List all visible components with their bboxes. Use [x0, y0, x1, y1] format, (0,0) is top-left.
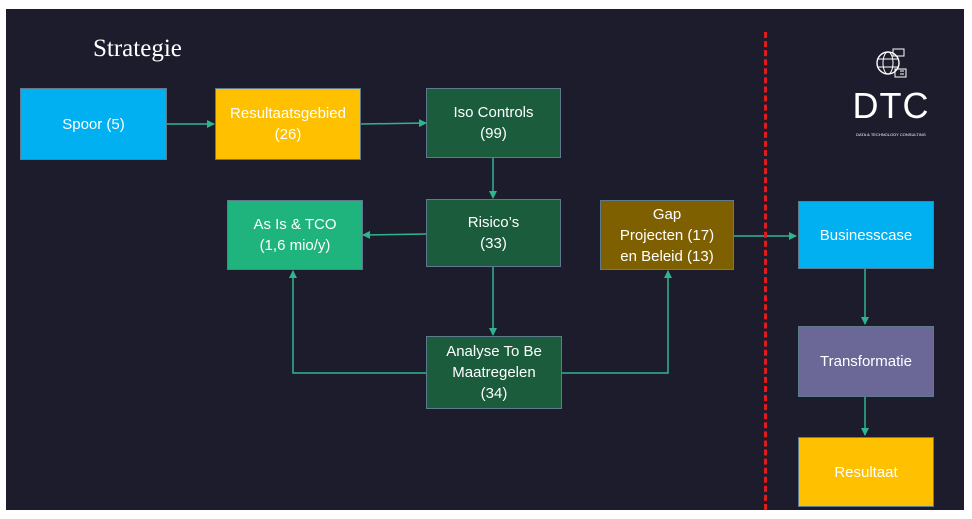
node-transformatie: Transformatie [798, 326, 934, 397]
node-resultaatsgebied: Resultaatsgebied (26) [215, 88, 361, 160]
node-as-is-tco: As Is & TCO (1,6 mio/y) [227, 200, 363, 270]
divider-line [764, 32, 767, 510]
edge-resultaatsgebied-iso-controls [360, 119, 427, 128]
node-resultaat: Resultaat [798, 437, 934, 507]
logo-subtitle: DATA & TECHNOLOGY CONSULTING [856, 132, 926, 137]
slide-title: Strategie [93, 35, 182, 62]
node-gap: Gap Projecten (17) en Beleid (13) [600, 200, 734, 270]
slide: Strategie Spoor (5) Resultaatsgebied (26… [6, 9, 964, 510]
globe-icon [876, 48, 907, 78]
node-iso-controls: Iso Controls (99) [426, 88, 561, 158]
connector-layer [167, 119, 869, 436]
edge-analyse-gap [562, 270, 672, 374]
dtc-logo: DTC DATA & TECHNOLOGY CONSULTING [836, 41, 946, 143]
edge-risicos-as-is-tco [362, 230, 427, 239]
node-analyse: Analyse To Be Maatregelen (34) [426, 336, 562, 409]
node-spoor: Spoor (5) [20, 88, 167, 160]
logo-name: DTC [852, 85, 930, 126]
node-risicos: Risico’s (33) [426, 199, 561, 267]
node-businesscase: Businesscase [798, 201, 934, 269]
edge-analyse-as-is-tco [289, 270, 433, 377]
